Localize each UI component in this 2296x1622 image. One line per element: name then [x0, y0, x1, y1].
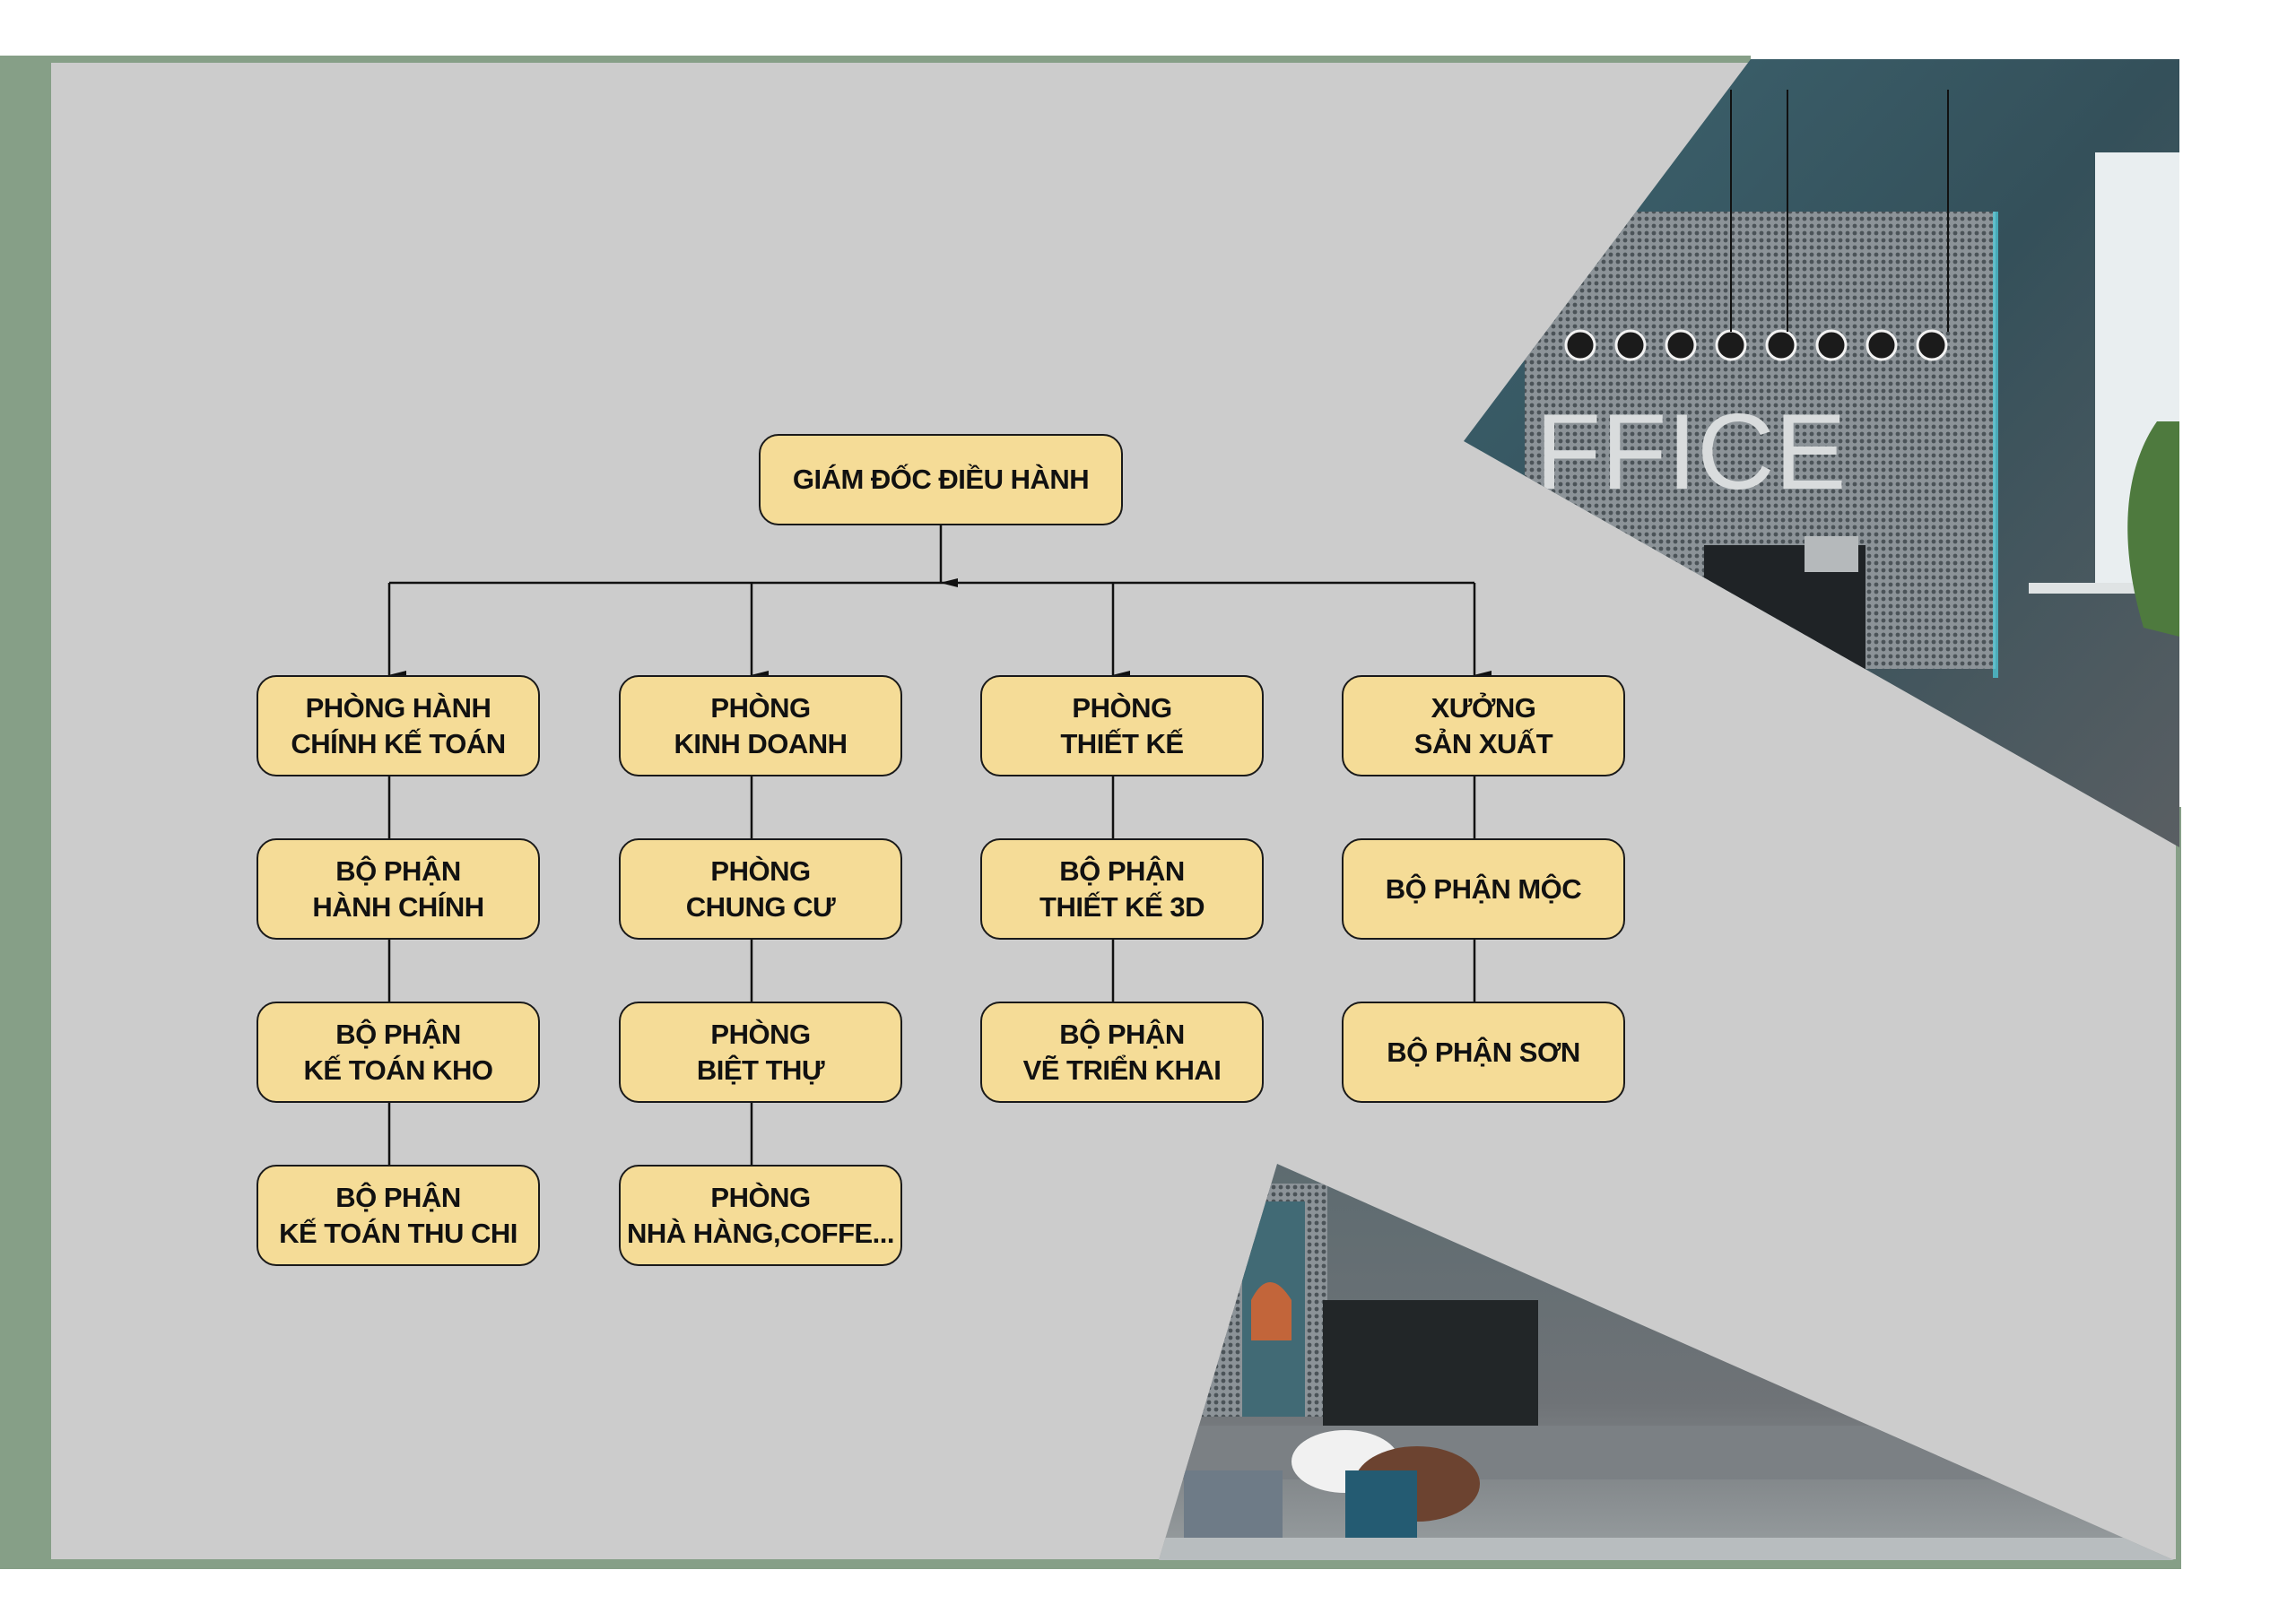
node-subunit: PHÒNG CHUNG CƯ	[619, 838, 902, 940]
node-subunit: BỘ PHẬN THIẾT KẾ 3D	[980, 838, 1264, 940]
frame-top-bar	[0, 56, 1751, 63]
node-subunit: BỘ PHẬN HÀNH CHÍNH	[257, 838, 540, 940]
node-subunit: BỘ PHẬN VẼ TRIỂN KHAI	[980, 1002, 1264, 1103]
node-label: PHÒNG THIẾT KẾ	[1060, 691, 1184, 759]
node-label: BỘ PHẬN KẾ TOÁN KHO	[303, 1018, 493, 1086]
plant	[2127, 421, 2179, 637]
node-subunit: PHÒNG BIỆT THỰ	[619, 1002, 902, 1103]
node-label: PHÒNG CHUNG CƯ	[685, 854, 836, 923]
node-label: BỘ PHẬN SƠN	[1387, 1036, 1580, 1068]
node-subunit: BỘ PHẬN KẾ TOÁN THU CHI	[257, 1165, 540, 1266]
node-label: BỘ PHẬN MỘC	[1385, 872, 1582, 905]
node-label: BỘ PHẬN VẼ TRIỂN KHAI	[1022, 1018, 1222, 1086]
node-root: GIÁM ĐỐC ĐIỀU HÀNH	[759, 434, 1123, 525]
node-department: XƯỞNG SẢN XUẤT	[1342, 675, 1625, 776]
node-label: BỘ PHẬN KẾ TOÁN THU CHI	[279, 1181, 517, 1249]
node-subunit: BỘ PHẬN KẾ TOÁN KHO	[257, 1002, 540, 1103]
node-department: PHÒNG KINH DOANH	[619, 675, 902, 776]
node-subunit: BỘ PHẬN SƠN	[1342, 1002, 1625, 1103]
node-label: PHÒNG HÀNH CHÍNH KẾ TOÁN	[291, 691, 506, 759]
node-department: PHÒNG HÀNH CHÍNH KẾ TOÁN	[257, 675, 540, 776]
pendant-lamps	[1564, 329, 1948, 361]
node-subunit: PHÒNG NHÀ HÀNG,COFFE...	[619, 1165, 902, 1266]
node-label: XƯỞNG SẢN XUẤT	[1413, 691, 1553, 759]
sign-text: FFICE	[1535, 392, 1847, 512]
frame-left-bar	[0, 56, 51, 1569]
node-label: BỘ PHẬN THIẾT KẾ 3D	[1039, 854, 1205, 923]
node-label: PHÒNG BIỆT THỰ	[696, 1018, 825, 1086]
node-department: PHÒNG THIẾT KẾ	[980, 675, 1264, 776]
frame-right-bar	[2176, 807, 2181, 1569]
node-label: PHÒNG NHÀ HÀNG,COFFE...	[626, 1181, 895, 1249]
node-label: PHÒNG KINH DOANH	[674, 691, 848, 759]
node-subunit: BỘ PHẬN MỘC	[1342, 838, 1625, 940]
frame-bottom-bar	[0, 1559, 2181, 1569]
node-label: GIÁM ĐỐC ĐIỀU HÀNH	[792, 464, 1090, 495]
node-label: BỘ PHẬN HÀNH CHÍNH	[312, 854, 484, 923]
